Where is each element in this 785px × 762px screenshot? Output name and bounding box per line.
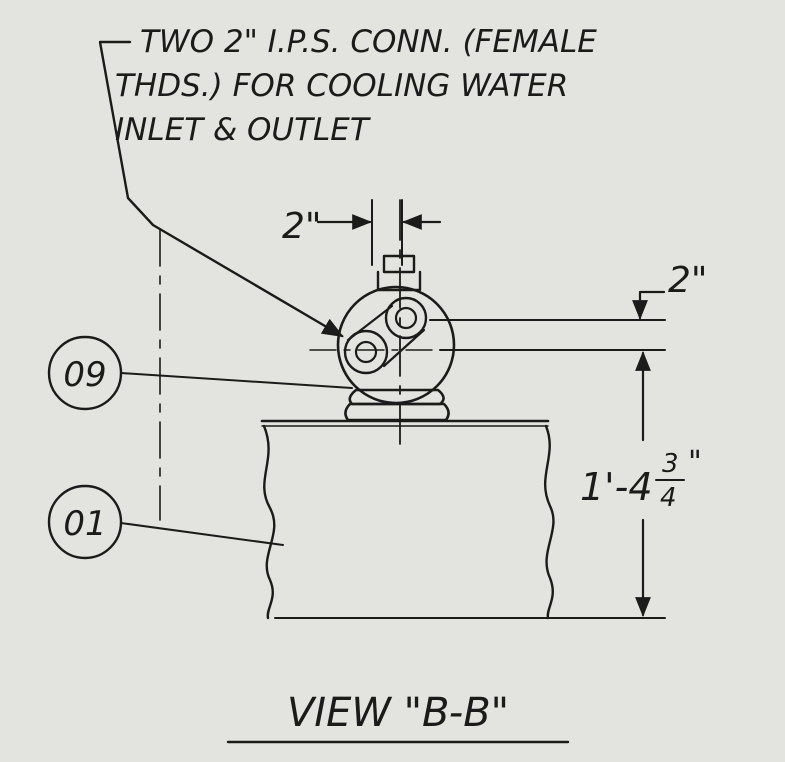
inlet-connection-inner bbox=[354, 340, 378, 364]
dim-label-top: 2" bbox=[282, 206, 321, 247]
note-leader-line bbox=[98, 40, 344, 338]
valve-base-flange bbox=[344, 402, 450, 422]
note-leader bbox=[98, 40, 344, 338]
callout-leader-09 bbox=[120, 372, 353, 389]
stem-collar bbox=[376, 270, 422, 292]
cooling-water-note: TWO 2" I.P.S. CONN. (FEMALE THDS.) FOR C… bbox=[115, 24, 597, 148]
dim-label-offset: 2" bbox=[668, 260, 707, 301]
connection-web bbox=[346, 304, 426, 368]
dimension-right-height: 1'-4 3 4 " bbox=[274, 351, 702, 619]
outlet-connection-outer bbox=[384, 296, 428, 340]
dim-label-height-numerator: 3 bbox=[662, 449, 679, 479]
view-title: VIEW "B-B" bbox=[287, 690, 509, 736]
dim-label-height-denominator: 4 bbox=[660, 483, 677, 513]
dim-label-height-inch: " bbox=[688, 445, 702, 480]
valve-body bbox=[336, 285, 456, 405]
center-lines bbox=[159, 199, 471, 521]
offset-arrow bbox=[632, 290, 666, 320]
tank-left-break-line bbox=[262, 424, 276, 620]
note-line-2: THDS.) FOR COOLING WATER bbox=[115, 68, 568, 104]
callout-01: 01 bbox=[47, 484, 284, 560]
tank-body bbox=[260, 419, 555, 620]
valve-assembly bbox=[336, 254, 456, 422]
note-line-3: INLET & OUTLET bbox=[115, 112, 371, 148]
stem-nut bbox=[382, 254, 416, 274]
inlet-connection-outer bbox=[343, 329, 389, 375]
callout-label-09: 09 bbox=[63, 355, 106, 395]
outlet-connection-inner bbox=[394, 306, 418, 330]
tank-right-break-line bbox=[544, 424, 555, 620]
callout-bubble-01 bbox=[47, 484, 123, 560]
callout-09: 09 bbox=[47, 335, 353, 411]
dimension-top-width: 2" bbox=[282, 199, 442, 266]
dim-label-height: 1'-4 bbox=[580, 465, 653, 509]
note-line-1: TWO 2" I.P.S. CONN. (FEMALE bbox=[140, 24, 597, 60]
dimension-right-offset: 2" bbox=[429, 260, 707, 351]
view-title-group: VIEW "B-B" bbox=[226, 690, 570, 744]
callout-leader-01 bbox=[120, 522, 284, 546]
callout-label-01: 01 bbox=[63, 504, 106, 544]
